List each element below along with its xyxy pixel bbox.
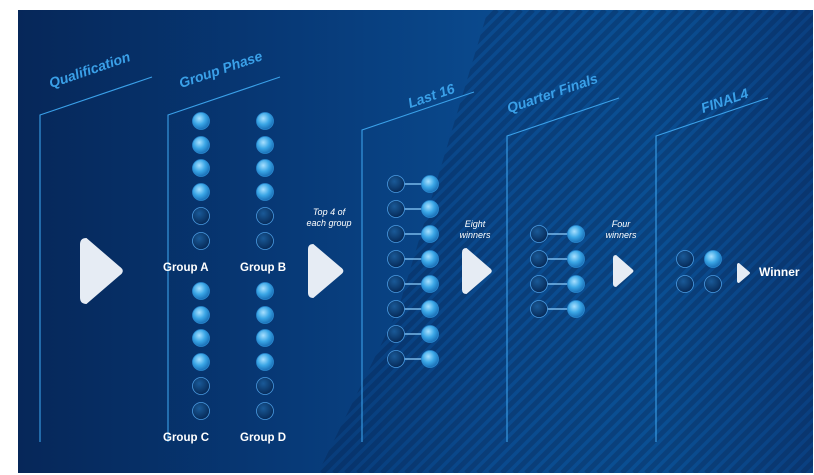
last16-match-1-loser [387, 175, 405, 193]
group-label-a: Group A [163, 262, 209, 274]
last16-match-1-winner [421, 175, 439, 193]
last16-match-4-loser [387, 250, 405, 268]
divider-quarter-finals [506, 97, 620, 442]
qf-match-1-loser [530, 225, 548, 243]
last16-match-3-winner [421, 225, 439, 243]
last16-match-6-winner [421, 300, 439, 318]
arrow-quarter-finals [613, 255, 634, 287]
arrow-last-16 [462, 248, 492, 294]
divider-final4 [655, 97, 769, 442]
last16-match-8-loser [387, 350, 405, 368]
group-c-team-1 [192, 282, 210, 300]
last16-match-4-winner [421, 250, 439, 268]
final4-team-1 [676, 250, 694, 268]
group-c-team-2 [192, 306, 210, 324]
note-eight-line1: Eight [464, 219, 486, 229]
group-a-team-5 [192, 207, 210, 225]
note-top4-line1: Top 4 of [312, 207, 346, 217]
last16-match-2-loser [387, 200, 405, 218]
winner-label: Winner [759, 265, 800, 279]
group-d-team-2 [256, 306, 274, 324]
group-d-team-6 [256, 402, 274, 420]
group-d-team-3 [256, 329, 274, 347]
note-eight-winners: Eight winners [450, 219, 500, 241]
note-four-winners: Four winners [596, 219, 646, 241]
arrow-qualification [80, 238, 123, 304]
last16-match-3-loser [387, 225, 405, 243]
qf-match-2-loser [530, 250, 548, 268]
final4-team-3 [676, 275, 694, 293]
last16-match-8-winner [421, 350, 439, 368]
note-top4: Top 4 of each group [294, 207, 364, 229]
qf-match-3-loser [530, 275, 548, 293]
final4-team-4 [704, 275, 722, 293]
last16-match-7-winner [421, 325, 439, 343]
divider-last-16 [361, 91, 475, 442]
qf-match-4-winner [567, 300, 585, 318]
group-a-team-4 [192, 183, 210, 201]
group-d-team-1 [256, 282, 274, 300]
group-label-d: Group D [240, 432, 286, 444]
note-four-line2: winners [605, 230, 637, 240]
note-four-line1: Four [611, 219, 631, 229]
qf-match-3-winner [567, 275, 585, 293]
group-a-team-1 [192, 112, 210, 130]
group-b-team-1 [256, 112, 274, 130]
group-a-team-2 [192, 136, 210, 154]
group-d-team-4 [256, 353, 274, 371]
qf-match-2-winner [567, 250, 585, 268]
divider-group-phase [167, 76, 281, 442]
last16-match-6-loser [387, 300, 405, 318]
group-b-team-6 [256, 232, 274, 250]
group-b-team-4 [256, 183, 274, 201]
group-c-team-3 [192, 329, 210, 347]
group-c-team-4 [192, 353, 210, 371]
divider-qualification [39, 76, 153, 442]
background-graphic [39, 10, 813, 473]
last16-match-5-loser [387, 275, 405, 293]
group-label-c: Group C [163, 432, 209, 444]
group-label-b: Group B [240, 262, 286, 274]
final4-team-2 [704, 250, 722, 268]
last16-match-7-loser [387, 325, 405, 343]
group-c-team-6 [192, 402, 210, 420]
group-d-team-5 [256, 377, 274, 395]
note-eight-line2: winners [459, 230, 491, 240]
group-b-team-5 [256, 207, 274, 225]
group-a-team-6 [192, 232, 210, 250]
group-b-team-3 [256, 159, 274, 177]
group-a-team-3 [192, 159, 210, 177]
qf-match-4-loser [530, 300, 548, 318]
last16-match-5-winner [421, 275, 439, 293]
group-c-team-5 [192, 377, 210, 395]
arrow-final4 [737, 263, 751, 283]
note-top4-line2: each group [306, 218, 352, 228]
last16-match-2-winner [421, 200, 439, 218]
qf-match-1-winner [567, 225, 585, 243]
tournament-format-diagram: Qualification Group Phase Last 16 Quarte… [18, 10, 813, 473]
arrow-group-phase [308, 244, 344, 298]
group-b-team-2 [256, 136, 274, 154]
